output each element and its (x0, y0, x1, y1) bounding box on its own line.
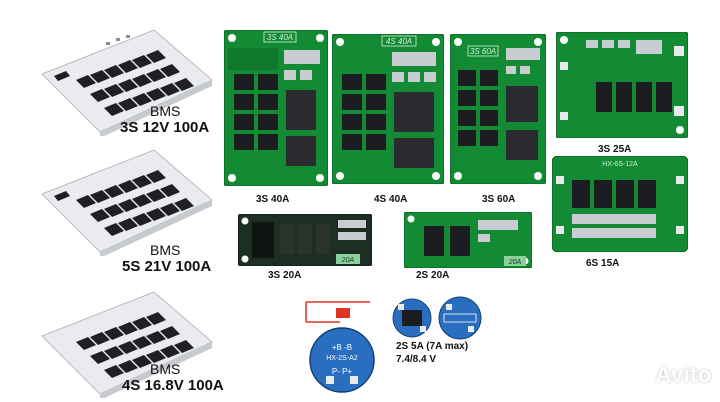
bms-board-4s-image (41, 291, 213, 398)
pcb-silk-label: HX-2S-A2 (326, 355, 358, 362)
pcb-silk-label: 3S 40A (267, 33, 293, 42)
bms-label: BMS (150, 103, 181, 119)
pcb-silk-label: 20A (341, 257, 355, 264)
bms-spec-label: 5S 21V 100A (122, 258, 212, 275)
pcb-silk-label: +B -B (332, 343, 352, 352)
board-caption: 3S 40A (256, 194, 290, 205)
pcb-silk-label: 4S 40A (386, 37, 412, 46)
bms-board-5s-image (41, 149, 213, 256)
board-caption: 6S 15A (586, 258, 620, 269)
bms-label: BMS (150, 242, 181, 258)
pcb-6s-15a-image: HX-6S-12A (552, 156, 688, 252)
board-caption: 2S 20A (416, 270, 450, 281)
pcb-3s-20a-image: 20A (238, 214, 372, 266)
board-caption: 3S 20A (268, 270, 302, 281)
pcb-silk-label: 3S 60A (470, 47, 496, 56)
bms-board-3s-image (41, 29, 213, 136)
board-caption-2s-5a: 2S 5A (7A max) (396, 341, 469, 352)
board-caption: 3S 60A (482, 194, 516, 205)
pcb-2s-20a-image: 20A (404, 212, 532, 268)
board-caption-2s-voltage: 7.4/8.4 V (396, 354, 437, 365)
pcb-4s-40a-image: 4S 40A (332, 34, 444, 184)
board-caption: 3S 25A (598, 144, 632, 155)
bms-spec-label: 4S 16.8V 100A (122, 377, 224, 394)
pcb-3s-40a-image: 3S 40A (224, 30, 328, 186)
pcb-3s-25a-image (556, 32, 688, 138)
pcb-3s-60a-image: 3S 60A (450, 34, 546, 184)
avito-watermark: Avito (655, 362, 712, 387)
pcb-2s-5a-back-image (438, 296, 482, 340)
pcb-silk-label: HX-6S-12A (602, 161, 638, 168)
board-caption: 4S 40A (374, 194, 408, 205)
pcb-silk-label: P- P+ (332, 367, 353, 376)
bms-spec-label: 3S 12V 100A (120, 119, 210, 136)
wiring-diagram-image: +B -B HX-2S-A2 P- P+ (305, 301, 375, 393)
pcb-silk-label: 20A (508, 259, 522, 266)
bms-label: BMS (150, 361, 181, 377)
pcb-2s-5a-front-image (392, 298, 432, 338)
